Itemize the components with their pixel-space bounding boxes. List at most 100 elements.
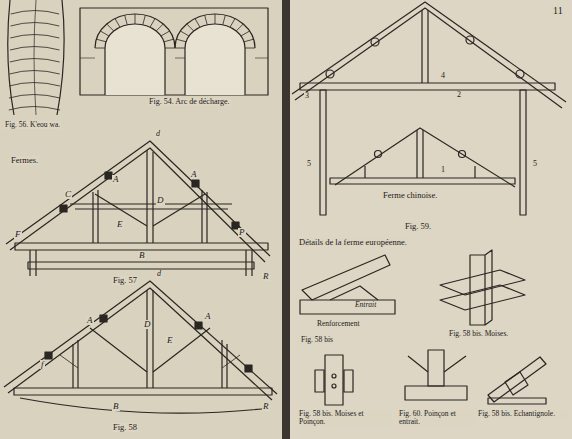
detail-moises [440,250,525,325]
arch-figure [241,31,250,36]
arch-figure [176,39,186,42]
arch-figure [150,19,155,28]
part-letter: A [86,316,94,325]
chinese-truss [466,36,474,44]
truss-fig58 [73,340,227,388]
detail-moises [440,270,525,295]
part-letter: B [112,402,120,411]
truss-fig58 [20,398,270,413]
arch-figure [175,14,255,48]
page-paper [0,0,282,439]
part-letter: R [262,272,270,281]
detail-poincon-entrait [408,356,466,372]
arch-figure [143,15,146,25]
arch-figure [107,24,114,31]
arch-figure [161,31,170,36]
truss-fig57 [105,172,112,179]
detail-moises-poincon [315,355,353,405]
truss-fig57 [95,194,205,226]
truss-fig58 [195,322,202,329]
detail-moises-poincon [315,370,324,392]
part-letter: A [190,170,198,179]
detail-poincon-entrait [405,386,467,400]
detail-renforcement [300,300,395,314]
tile-figure [11,11,59,15]
truss-fig58 [147,290,153,388]
figure-caption: 2 [456,91,462,99]
truss-fig57 [6,141,270,276]
detail-renforcement [302,255,390,300]
chinese-truss [365,166,475,178]
figure-caption: Fig. 58 bis. Moises. [448,330,509,338]
truss-fig58 [60,355,240,368]
chinese-truss [375,151,382,158]
arch-figure [195,19,200,28]
detail-echantignole [488,357,546,402]
figure-caption: Fig. 54. Arc de décharge. [148,98,231,106]
chinese-truss [417,130,423,178]
chinese-truss [292,2,566,215]
truss-fig57 [147,150,153,243]
part-letter: D [143,320,152,329]
figure-caption: Renforcement [316,320,360,328]
figure-caption: 5 [532,160,538,168]
tile-figure [34,0,36,115]
arch-figure [164,39,174,42]
chinese-truss [371,38,379,46]
chinese-truss [422,10,428,83]
part-letter: D [156,196,165,205]
chinese-truss [459,151,466,158]
tile-figure [10,35,59,39]
truss-fig58 [14,388,272,395]
arch-figure [180,31,189,36]
part-letter: Entrait [354,301,377,309]
truss-fig58 [4,281,277,394]
arch-figure [205,15,208,25]
tile-figure [10,71,60,75]
truss-fig57 [192,180,199,187]
truss-fig58 [245,365,252,372]
arch-figure [80,8,268,95]
detail-moises-poincon [332,374,336,378]
detail-renforcement [330,286,378,300]
arch-figure [105,24,165,95]
part-letter: C [64,190,72,199]
detail-moises-poincon [332,384,336,388]
arch-figure [80,58,268,59]
figure-caption: Fig. 58 bis. Echantignole. [477,410,569,418]
figure-caption: Fermes. [10,156,39,165]
chinese-truss [295,8,562,108]
detail-renforcement [300,255,395,314]
detail-echantignole [505,372,528,395]
part-letter: A [204,312,212,321]
arch-figure [185,24,245,95]
figure-caption: Fig. 58 [112,423,138,432]
arch-figure [223,15,226,25]
part-letter: f [40,360,45,369]
part-letter: B [138,251,146,260]
figure-caption: Détails de la ferme européenne. [298,238,408,247]
tile-figure [9,83,60,87]
truss-fig58 [8,288,272,400]
arch-figure [156,24,163,31]
arch-figure [236,24,243,31]
arch-figure [230,19,235,28]
truss-fig58 [45,352,52,359]
truss-fig57 [93,190,207,243]
tile-figure [8,0,64,115]
tile-figure [9,95,60,99]
arch-figure [115,19,120,28]
truss-fig57 [6,141,270,256]
detail-moises-poincon [344,370,353,392]
arch-figure [135,14,136,24]
truss-fig57 [10,148,265,262]
chinese-truss [516,70,524,78]
truss-fig57 [15,243,268,250]
truss-fig58 [4,281,277,413]
arch-figure [175,48,185,49]
detail-moises-poincon [325,355,343,405]
figure-caption: 1 [440,166,446,174]
chinese-truss [330,178,515,184]
